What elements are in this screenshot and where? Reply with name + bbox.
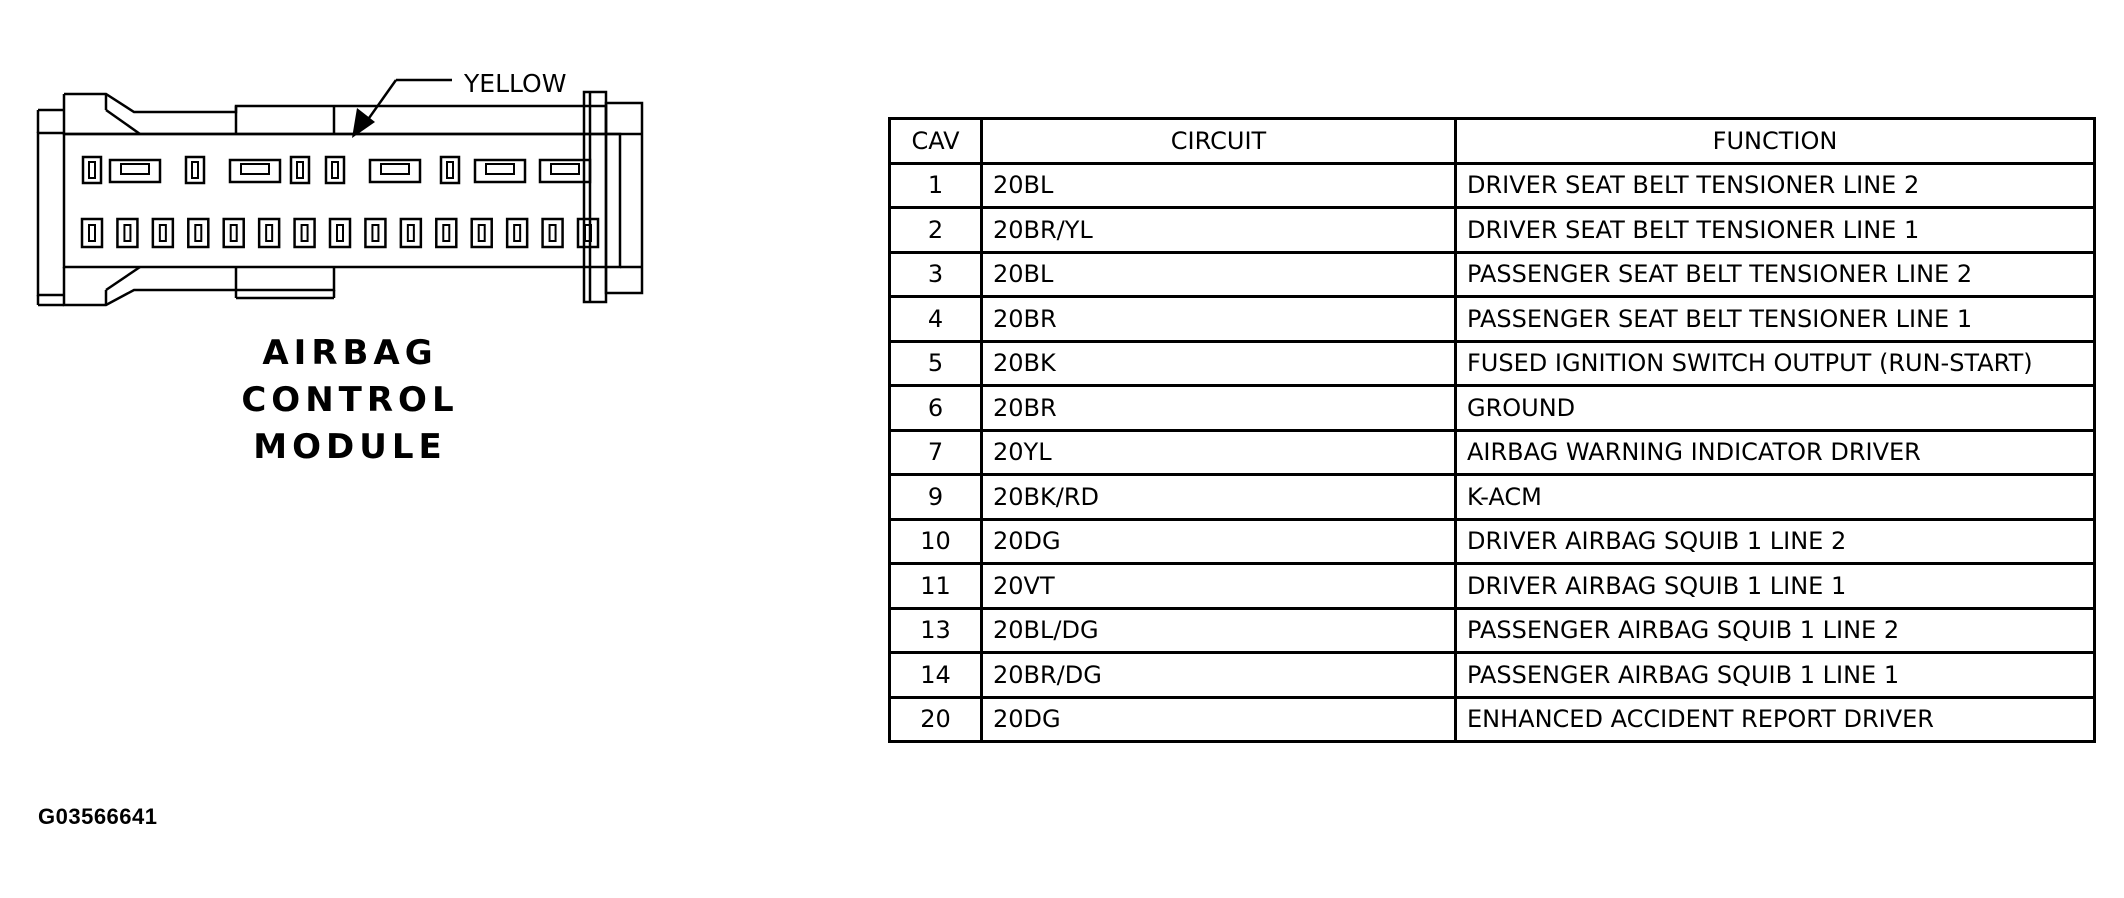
circuit-cell: 20BK/RD: [980, 473, 1457, 521]
terminal-bottom: [257, 217, 281, 249]
terminal-top: [473, 158, 527, 184]
terminal-top: [439, 155, 461, 185]
terminal-row-top: [81, 155, 592, 185]
function-cell: DRIVER AIRBAG SQUIB 1 LINE 2: [1454, 517, 2096, 565]
terminal-top: [368, 158, 422, 184]
terminal-bottom: [222, 217, 245, 249]
cav-cell: 4: [888, 295, 983, 343]
cav-cell: 1: [888, 161, 983, 209]
circuit-cell: 20DG: [980, 695, 1457, 743]
connector-title-line-2: CONTROL: [241, 380, 459, 420]
header-circuit: CIRCUIT: [980, 117, 1457, 165]
terminal-bottom: [576, 217, 600, 249]
cav-cell: 3: [888, 250, 983, 298]
terminal-bottom: [293, 217, 316, 249]
function-cell: ENHANCED ACCIDENT REPORT DRIVER: [1454, 695, 2096, 743]
terminal-bottom: [364, 217, 387, 249]
terminal-top: [108, 158, 162, 184]
function-cell: FUSED IGNITION SWITCH OUTPUT (RUN-START): [1454, 339, 2096, 387]
function-cell: DRIVER SEAT BELT TENSIONER LINE 2: [1454, 161, 2096, 209]
connector-left-flange: [36, 131, 64, 297]
terminal-bottom: [80, 217, 104, 249]
function-cell: AIRBAG WARNING INDICATOR DRIVER: [1454, 428, 2096, 476]
connector-title-line-3: MODULE: [253, 427, 447, 467]
cav-cell: 10: [888, 517, 983, 565]
circuit-cell: 20BR: [980, 295, 1457, 343]
function-cell: GROUND: [1454, 384, 2096, 432]
circuit-cell: 20BR: [980, 384, 1457, 432]
function-cell: DRIVER SEAT BELT TENSIONER LINE 1: [1454, 206, 2096, 254]
cav-cell: 7: [888, 428, 983, 476]
connector-drawing: YELLOW: [36, 69, 644, 307]
circuit-cell: 20BL: [980, 161, 1457, 209]
function-cell: PASSENGER SEAT BELT TENSIONER LINE 1: [1454, 295, 2096, 343]
function-cell: DRIVER AIRBAG SQUIB 1 LINE 1: [1454, 562, 2096, 610]
function-cell: PASSENGER SEAT BELT TENSIONER LINE 2: [1454, 250, 2096, 298]
cav-cell: 9: [888, 473, 983, 521]
function-cell: K-ACM: [1454, 473, 2096, 521]
function-cell: PASSENGER AIRBAG SQUIB 1 LINE 1: [1454, 651, 2096, 699]
terminal-bottom: [187, 217, 210, 249]
cav-cell: 20: [888, 695, 983, 743]
terminal-bottom: [151, 217, 175, 249]
circuit-cell: 20BR/DG: [980, 651, 1457, 699]
connector-upper-housing: [62, 94, 620, 136]
connector-title: AIRBAG CONTROL MODULE: [200, 330, 500, 471]
terminal-top: [228, 158, 282, 184]
terminal-bottom: [541, 217, 564, 249]
circuit-cell: 20VT: [980, 562, 1457, 610]
circuit-cell: 20BL/DG: [980, 606, 1457, 654]
terminal-top: [538, 158, 592, 184]
circuit-cell: 20BL: [980, 250, 1457, 298]
terminal-top: [81, 155, 103, 185]
cav-cell: 6: [888, 384, 983, 432]
connector-body: [62, 132, 622, 269]
terminal-bottom: [470, 217, 493, 249]
terminal-bottom: [505, 217, 529, 249]
header-function: FUNCTION: [1454, 117, 2096, 165]
circuit-cell: 20YL: [980, 428, 1457, 476]
yellow-callout-arrow: [352, 78, 452, 138]
header-cav: CAV: [888, 117, 983, 165]
terminal-bottom: [435, 217, 458, 249]
terminal-bottom: [116, 217, 139, 249]
terminal-bottom: [399, 217, 423, 249]
figure-id: G03566641: [38, 804, 158, 829]
connector-title-line-1: AIRBAG: [262, 333, 438, 373]
cav-cell: 11: [888, 562, 983, 610]
terminal-top: [184, 155, 206, 185]
circuit-cell: 20BK: [980, 339, 1457, 387]
connector-lower-housing: [62, 267, 238, 307]
circuit-cell: 20DG: [980, 517, 1457, 565]
cav-cell: 13: [888, 606, 983, 654]
function-cell: PASSENGER AIRBAG SQUIB 1 LINE 2: [1454, 606, 2096, 654]
connector-right-latch: [582, 90, 608, 304]
terminal-bottom: [328, 217, 352, 249]
terminal-top: [324, 155, 346, 185]
terminal-top: [289, 155, 311, 185]
yellow-callout-label: YELLOW: [463, 69, 566, 98]
cav-cell: 5: [888, 339, 983, 387]
cav-cell: 14: [888, 651, 983, 699]
cav-cell: 2: [888, 206, 983, 254]
terminal-row-bottom: [80, 217, 600, 249]
circuit-cell: 20BR/YL: [980, 206, 1457, 254]
table-header-row: CAV CIRCUIT FUNCTION: [888, 117, 2096, 165]
